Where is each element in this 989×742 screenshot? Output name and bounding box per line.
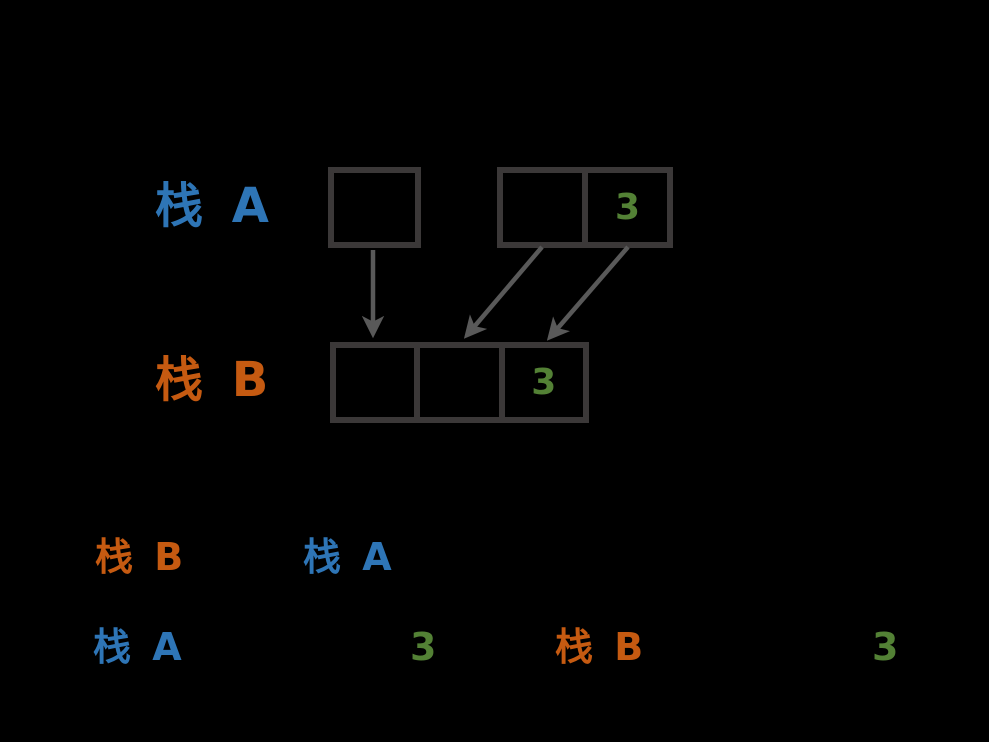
stack-a-single-box	[328, 167, 421, 248]
caption2-value-1: 3	[410, 625, 441, 669]
stack-b-cell-3: 3	[498, 348, 583, 417]
caption1-stack-a: 栈 A	[303, 535, 396, 579]
caption2-value-2: 3	[872, 625, 903, 669]
stack-a-pair-box: 3	[497, 167, 673, 248]
arrow-pair1-to-b2-icon	[463, 245, 544, 339]
stack-b-cell-2	[414, 348, 498, 417]
stack-b-cell-1	[336, 348, 414, 417]
arrow-pair2-to-b3-icon	[546, 245, 630, 341]
cell-value: 3	[614, 186, 641, 228]
stack-b-label: 栈 B	[155, 352, 275, 408]
stack-a-label: 栈 A	[155, 178, 275, 234]
stack-b-box: 3	[330, 342, 589, 423]
caption2-stack-b: 栈 B	[555, 625, 648, 669]
caption2-stack-a: 栈 A	[93, 625, 186, 669]
cell-value: 3	[531, 361, 557, 403]
stack-a-pair-cell-2: 3	[582, 173, 667, 242]
caption1-stack-b: 栈 B	[95, 535, 188, 579]
